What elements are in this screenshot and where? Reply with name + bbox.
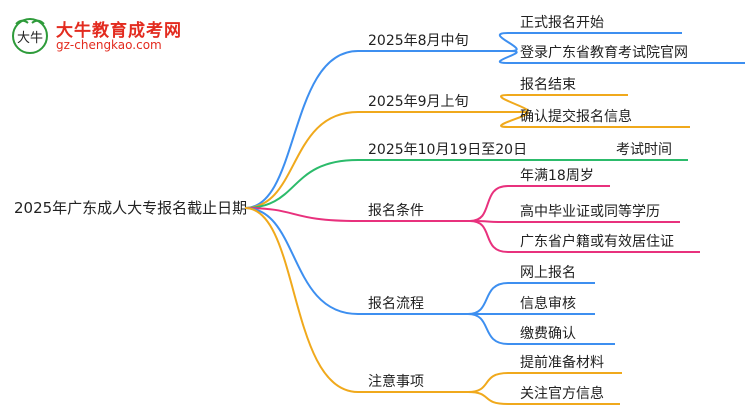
- branch-node-label: 注意事项: [368, 373, 424, 390]
- bull-logo-icon: 大牛: [12, 18, 48, 54]
- leaf-connector: [498, 50, 518, 64]
- branch-node-label: 报名条件: [368, 202, 424, 219]
- root-branch-connector: [244, 159, 359, 209]
- leaf-node-label: 广东省户籍或有效居住证: [520, 233, 674, 250]
- leaf-node-label: 缴费确认: [520, 326, 576, 342]
- leaf-node-label: 关注官方信息: [520, 385, 604, 402]
- leaf-connector: [467, 372, 509, 393]
- leaf-connector: [469, 185, 509, 222]
- root-branch-connector: [244, 111, 359, 209]
- leaf-connector: [467, 313, 509, 345]
- root-branch-connector: [244, 207, 359, 393]
- root-branch-connector: [244, 50, 359, 209]
- leaf-node-label: 网上报名: [520, 265, 576, 281]
- root-branch-connector: [244, 207, 359, 222]
- branch-node-label: 2025年10月19日至20日: [368, 142, 527, 158]
- leaf-node-label: 确认提交报名信息: [520, 108, 632, 125]
- leaf-connector: [498, 32, 518, 52]
- leaf-node-label: 考试时间: [616, 142, 672, 158]
- root-branch-connector: [244, 207, 359, 315]
- leaf-connector: [469, 220, 509, 253]
- logo-title: 大牛教育成考网: [56, 21, 182, 41]
- leaf-node-label: 报名结束: [520, 77, 576, 93]
- leaf-node-label: 正式报名开始: [520, 15, 604, 31]
- branch-node-label: 2025年9月上旬: [368, 94, 469, 110]
- branch-node-label: 报名流程: [368, 296, 424, 312]
- leaf-connector: [467, 391, 509, 405]
- site-logo[interactable]: 大牛 大牛教育成考网 gz-chengkao.com: [10, 14, 200, 58]
- leaf-connector: [500, 94, 529, 113]
- logo-mark-text: 大牛: [17, 31, 43, 46]
- logo-url[interactable]: gz-chengkao.com: [56, 38, 162, 52]
- root-node-label: 2025年广东成人大专报名截止日期: [14, 199, 247, 217]
- leaf-node-label: 年满18周岁: [520, 168, 594, 184]
- leaf-connector: [467, 282, 509, 315]
- branch-node-label: 2025年8月中旬: [368, 33, 469, 49]
- leaf-node-label: 登录广东省教育考试院官网: [520, 45, 688, 61]
- leaf-node-label: 高中毕业证或同等学历: [520, 203, 660, 220]
- leaf-connector: [500, 111, 529, 128]
- leaf-node-label: 信息审核: [520, 295, 576, 312]
- leaf-node-label: 提前准备材料: [520, 354, 604, 371]
